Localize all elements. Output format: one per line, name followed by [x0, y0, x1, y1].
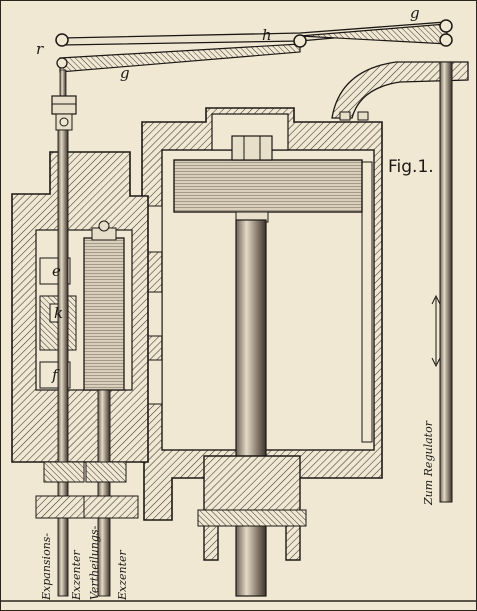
bottom-label-2: Exzenter — [70, 549, 83, 601]
gland-1 — [43, 461, 85, 483]
gland-flange — [197, 509, 307, 527]
coupling-pin — [59, 117, 69, 127]
piston-rod — [235, 219, 267, 597]
rod-coupling — [51, 95, 77, 115]
label-e: e — [52, 262, 61, 280]
stuffing-box — [197, 455, 307, 561]
gland-2 — [85, 461, 127, 483]
side-note-regulator: Zum Regulator — [422, 420, 435, 506]
label-g-top: g — [410, 4, 420, 22]
arrow-head-down — [431, 357, 441, 368]
pivot-h — [293, 34, 307, 48]
piston-nut — [231, 135, 273, 161]
regulator-rod — [439, 61, 453, 503]
lever-system — [55, 19, 453, 73]
figure-title: Fig.1. — [388, 157, 434, 177]
curved-bracket — [331, 61, 469, 119]
distribution-rod — [97, 389, 111, 597]
pivot-g-upper — [439, 19, 453, 33]
gland-3 — [35, 495, 91, 519]
label-g-lower: g — [120, 64, 130, 82]
label-f: f — [51, 366, 60, 384]
pivot-r-lower — [56, 57, 68, 69]
distribution-valve — [83, 237, 125, 391]
gland-4 — [83, 495, 139, 519]
label-r: r — [36, 40, 44, 58]
arrow-head-up — [431, 294, 441, 305]
valve-linkage — [51, 69, 77, 131]
label-h: h — [262, 26, 272, 44]
valve-chest — [11, 151, 149, 463]
upper-rod — [59, 69, 67, 99]
lower-wedge-lever — [59, 43, 301, 73]
valve-cap-nut — [98, 220, 110, 232]
bottom-label-1: Expansions- — [40, 533, 53, 601]
label-k: k — [54, 304, 63, 322]
bottom-label-4: Exzenter — [116, 549, 129, 601]
pivot-g-lower — [439, 33, 453, 47]
bottom-label-3: Vertheilungs- — [88, 525, 101, 600]
movement-arrow — [431, 294, 441, 368]
valve-rod-glands — [35, 461, 139, 519]
bracket-bolt-2 — [357, 111, 369, 121]
pivot-r — [55, 33, 69, 47]
steam-passage-right — [361, 161, 373, 443]
expansion-rod — [57, 129, 69, 597]
bracket-bolt-1 — [339, 111, 351, 121]
piston — [173, 135, 363, 223]
piston-head — [173, 159, 363, 213]
